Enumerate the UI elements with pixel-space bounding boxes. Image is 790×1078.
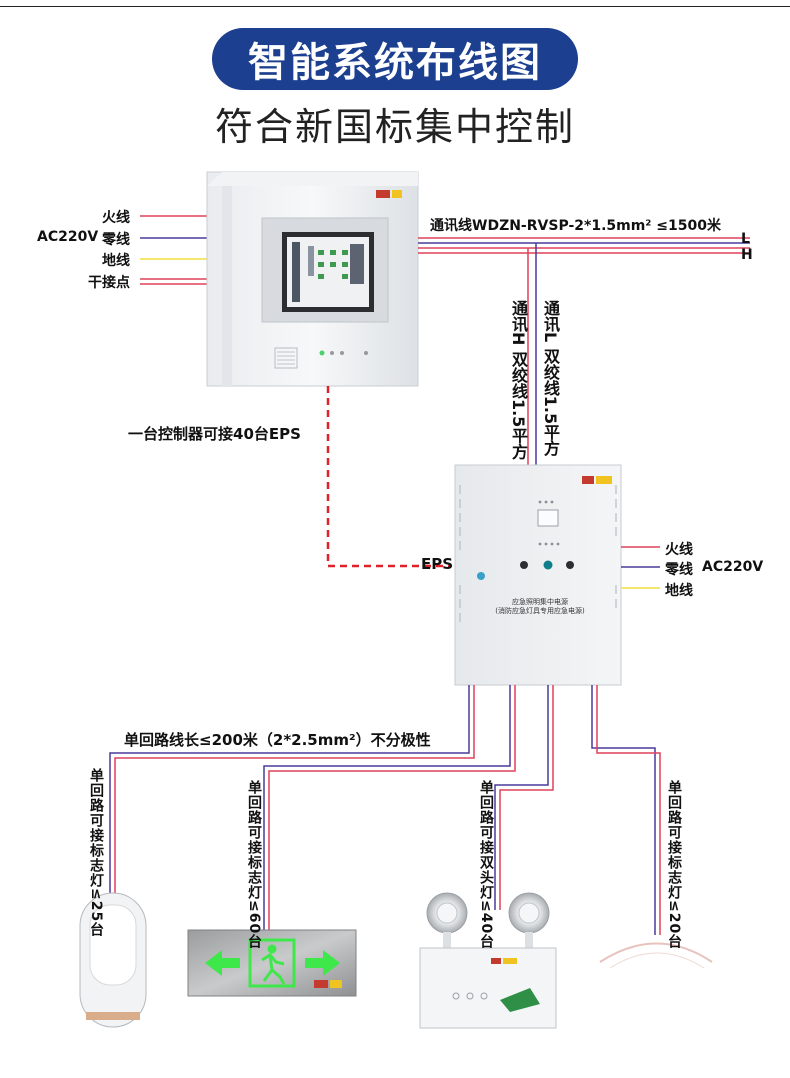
page-title: 智能系统布线图	[212, 28, 578, 90]
branch-4-label: 单回路可接标志灯≤20台	[666, 780, 682, 950]
controller-live-label: 火线	[102, 210, 130, 226]
eps-panel-title: 应急照明集中电源	[512, 598, 568, 606]
page-subtitle: 符合新国标集中控制	[214, 105, 575, 149]
branch-2-label: 单回路可接标志灯≤60台	[246, 780, 262, 950]
comm-line-label: 通讯线WDZN-RVSP-2*1.5mm² ≤1500米	[430, 218, 722, 234]
eps-ac-label: AC220V	[702, 559, 764, 575]
controller-neutral-label: 零线	[102, 232, 130, 248]
controller-dry-contact-label: 干接点	[88, 275, 130, 291]
left-arrow-icon	[205, 950, 240, 976]
eps-neutral-label: 零线	[665, 562, 693, 578]
branch-1-label: 单回路可接标志灯≤25台	[88, 768, 104, 938]
controller-input-wires	[140, 215, 210, 285]
output-wires	[109, 685, 661, 935]
comm-l-label: L	[741, 231, 750, 247]
oval-sign-lamp	[79, 892, 147, 1028]
right-arrow-icon	[305, 950, 340, 976]
controller-ac-label: AC220V	[37, 229, 99, 245]
eps-live-label: 火线	[665, 542, 693, 558]
comm-h-vertical-label: 通讯H 双绞线1.5平方	[509, 300, 528, 460]
eps-input-wires	[621, 546, 660, 589]
branch-3-label: 单回路可接双头灯≤40台	[478, 780, 494, 950]
comm-l-vertical-label: 通讯L 双绞线1.5平方	[541, 300, 560, 457]
controller-eps-link	[326, 386, 452, 568]
circuit-length-note: 单回路线长≤200米（2*2.5mm²）不分极性	[124, 731, 431, 749]
eps-label: EPS	[421, 555, 454, 573]
top-divider	[0, 6, 790, 7]
exit-sign	[187, 929, 357, 997]
comm-h-label: H	[741, 247, 753, 263]
exit-running-man-icon	[248, 938, 296, 988]
eps-panel-subtitle: (消防应急灯具专用应急电源)	[495, 607, 585, 615]
controller-ground-label: 地线	[102, 253, 130, 269]
comm-bus	[418, 237, 750, 466]
ceiling-sign-lamp	[599, 942, 713, 969]
controller-capacity-note: 一台控制器可接40台EPS	[128, 425, 301, 443]
controller-cabinet	[206, 171, 419, 387]
eps-ground-label: 地线	[665, 583, 693, 599]
double-head-emergency-lamp	[419, 892, 557, 1029]
eps-cabinet	[454, 464, 622, 686]
